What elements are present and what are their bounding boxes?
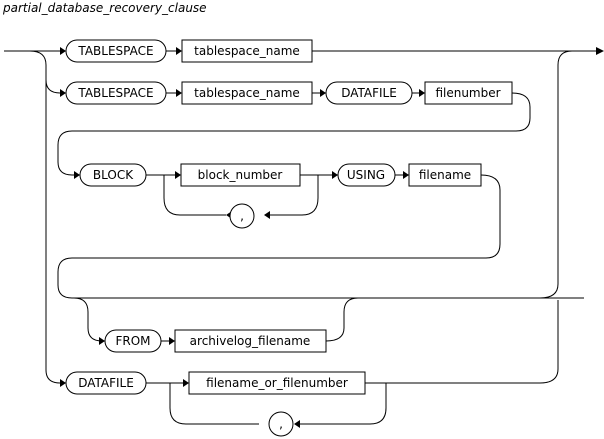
keyword-using: USING	[337, 163, 396, 187]
keyword-tablespace-1: TABLESPACE	[65, 39, 167, 63]
svg-text:filename: filename	[419, 168, 471, 182]
svg-text:USING: USING	[347, 168, 385, 182]
separator-filename-or-filenumber-comma: ,	[268, 411, 294, 437]
svg-text:FROM: FROM	[115, 334, 150, 348]
diagram-arrows	[60, 47, 604, 428]
svg-text:DATAFILE: DATAFILE	[78, 376, 134, 390]
keyword-datafile-2: DATAFILE	[65, 371, 147, 395]
svg-text:DATAFILE: DATAFILE	[341, 86, 397, 100]
svg-text:TABLESPACE: TABLESPACE	[77, 44, 153, 58]
param-filename-or-filenumber: filename_or_filenumber	[188, 371, 366, 395]
keyword-datafile-1: DATAFILE	[325, 81, 413, 105]
param-block-number: block_number	[180, 163, 301, 187]
param-filenumber: filenumber	[424, 81, 513, 105]
svg-text:filename_or_filenumber: filename_or_filenumber	[206, 376, 348, 390]
diagram-title: partial_database_recovery_clause	[3, 1, 207, 15]
svg-text:tablespace_name: tablespace_name	[194, 86, 300, 100]
svg-text:,: ,	[240, 209, 244, 223]
end-arrow-icon	[596, 47, 604, 55]
svg-text:TABLESPACE: TABLESPACE	[77, 86, 153, 100]
keyword-tablespace-2: TABLESPACE	[65, 81, 167, 105]
svg-text:archivelog_filename: archivelog_filename	[190, 334, 311, 348]
diagram-lines	[4, 50, 596, 425]
svg-text:BLOCK: BLOCK	[93, 168, 134, 182]
param-archivelog-filename: archivelog_filename	[174, 329, 327, 353]
svg-text:filenumber: filenumber	[435, 86, 500, 100]
svg-text:block_number: block_number	[198, 168, 283, 182]
separator-block-number-comma: ,	[229, 203, 255, 229]
param-tablespace-name-1: tablespace_name	[181, 39, 313, 63]
param-filename: filename	[408, 163, 482, 187]
svg-text:,: ,	[279, 417, 283, 431]
param-tablespace-name-2: tablespace_name	[181, 81, 313, 105]
keyword-from: FROM	[104, 329, 162, 353]
keyword-block: BLOCK	[79, 163, 147, 187]
svg-text:tablespace_name: tablespace_name	[194, 44, 300, 58]
